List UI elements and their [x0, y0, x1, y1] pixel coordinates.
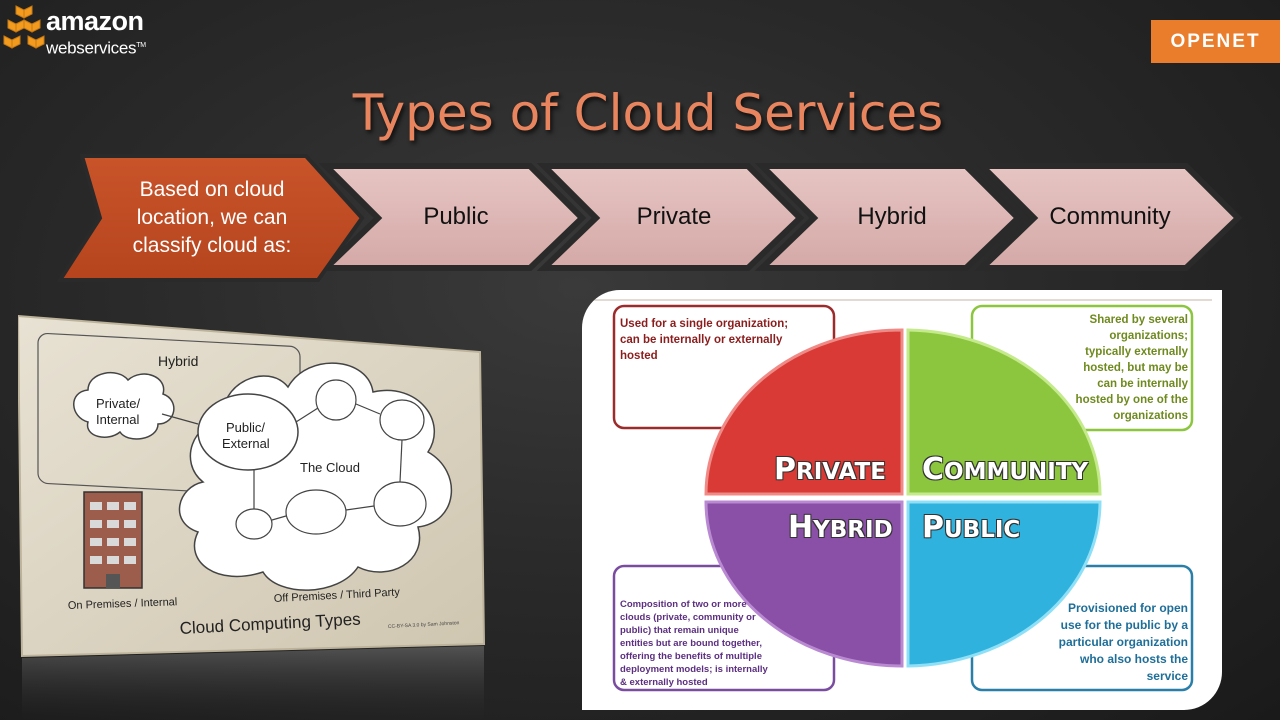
aws-cubes-icon	[3, 5, 45, 49]
step-community: Community	[1049, 203, 1171, 230]
private-description: Used for a single organization; can be i…	[620, 318, 789, 362]
quadrant-public-label: PUBLIC	[922, 510, 1021, 545]
process-chevrons	[56, 154, 1243, 282]
openet-logo: OPENET	[1151, 20, 1280, 63]
chevron-community	[974, 163, 1243, 271]
on-premises-label: On Premises / Internal	[68, 596, 178, 612]
private-label-1: Private/	[96, 396, 140, 411]
slide-title: Types of Cloud Services	[352, 84, 944, 142]
credit-label: CC-BY-SA 3.0 by Sam Johnston	[388, 620, 460, 630]
the-cloud-label: The Cloud	[300, 460, 360, 475]
public-label-2: External	[222, 436, 270, 451]
quadrant-hybrid-label: HYBRID	[788, 510, 893, 545]
chevron-public	[318, 163, 587, 271]
private-label-2: Internal	[96, 412, 139, 427]
quadrant-community-label: COMMUNITY	[922, 452, 1089, 487]
aws-subtitle: webservicesTM	[46, 38, 146, 58]
aws-logo: amazon webservicesTM	[0, 0, 170, 64]
quadrant-private-label: PRIVATE	[774, 452, 886, 487]
cloud-types-quadrant-diagram: PRIVATE COMMUNITY HYBRID PUBLIC Used for…	[582, 290, 1222, 710]
hybrid-description: Composition of two or more clouds (priva…	[620, 599, 768, 688]
hybrid-label: Hybrid	[158, 353, 198, 369]
cloud-computing-types-diagram: Hybrid Private/ Internal Public/ Externa…	[18, 314, 486, 720]
aws-wordmark: amazon	[46, 6, 144, 36]
lead-chevron-text: Based on cloud location, we can classify…	[132, 178, 292, 257]
chevron-hybrid	[754, 163, 1023, 271]
public-description: Provisioned for open use for the public …	[1058, 601, 1188, 683]
public-label-1: Public/	[226, 420, 265, 435]
step-hybrid: Hybrid	[857, 203, 927, 230]
step-private: Private	[636, 203, 712, 230]
community-description: Shared by several organizations; typical…	[1075, 314, 1188, 422]
chevron-private	[536, 163, 805, 271]
chevron-lead	[56, 154, 365, 282]
step-public: Public	[423, 203, 489, 230]
